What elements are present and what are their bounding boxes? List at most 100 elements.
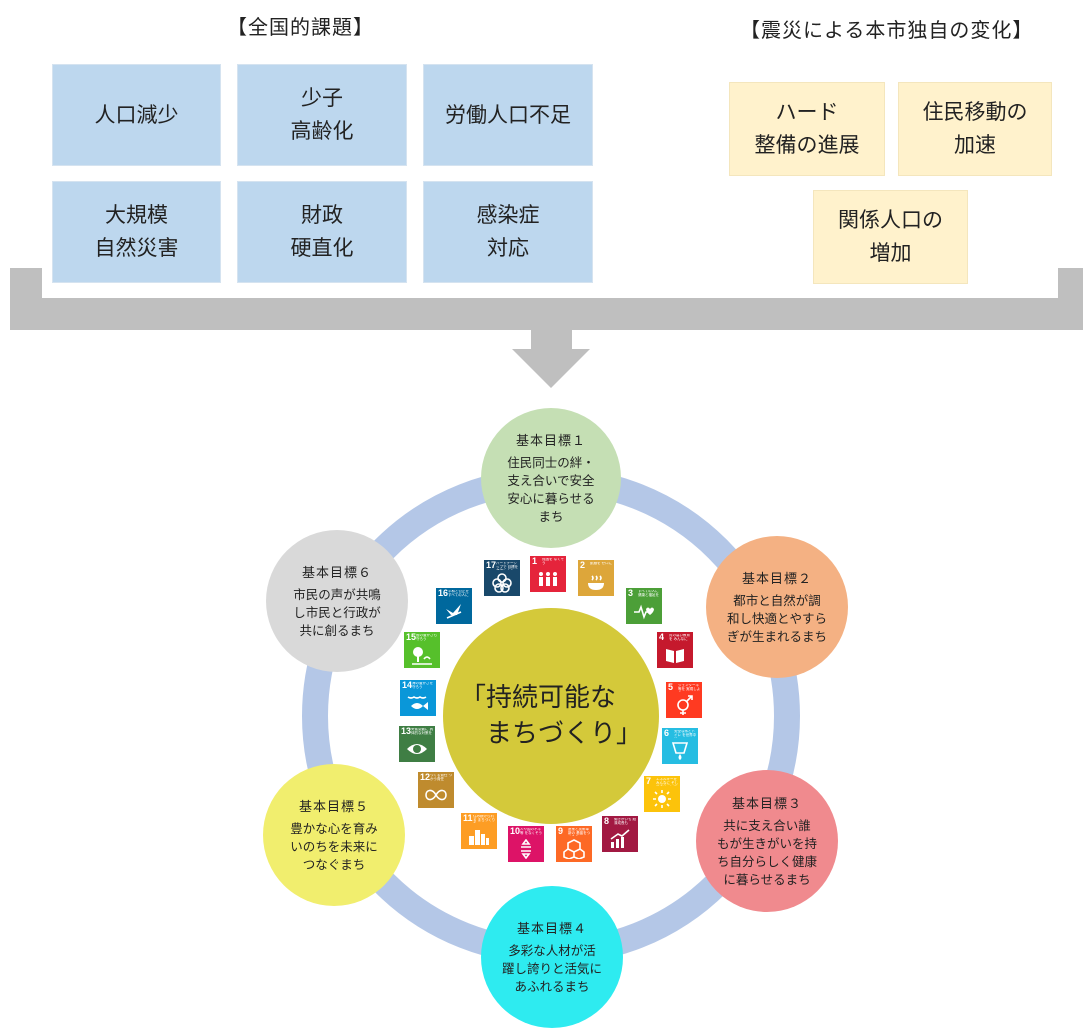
flower-icon [492, 573, 512, 593]
sdg-number: 6 [664, 728, 670, 738]
sdg-label: 海の豊かさを 守ろう [412, 682, 433, 689]
sdg-label: 質の高い教育を みんなに [669, 634, 690, 641]
infinity-icon [425, 789, 447, 801]
sdg-label: エネルギーをみんなに そしてクリーンに [656, 778, 679, 786]
sdg-number: 4 [659, 632, 665, 642]
sdg-tile-6: 6 安全な水とトイレ を世界中に [662, 728, 698, 764]
basic-goal-3: 基本目標３ 共に支え合い誰 もが生きがいを持 ち自分らしく健康 に暮らせるまち [696, 770, 838, 912]
basic-goal-2-text: 都市と自然が調 和し快適とやすら ぎが生まれるまち [726, 592, 827, 645]
basic-goal-2: 基本目標２ 都市と自然が調 和し快適とやすら ぎが生まれるまち [706, 536, 848, 678]
issue-box-infection-response: 感染症 対応 [423, 181, 593, 283]
issue-box-labor-shortage: 労働人口不足 [423, 64, 593, 166]
center-text: 「持続可能な まちづくり」 [459, 682, 642, 749]
national-issues-heading: 【全国的課題】 [227, 15, 374, 39]
sdg-label: 陸の豊かさも 守ろう [416, 634, 437, 641]
sdg-label: 安全な水とトイレ を世界中に [674, 730, 697, 738]
sdg-label: パートナーシップで 目標を達成しよう [496, 562, 519, 570]
sdg-number: 9 [558, 826, 564, 836]
sdg-label: 平和と公正を すべての人に [448, 590, 469, 597]
sdg-label: 働きがいも 経済成長も [614, 818, 637, 825]
sdg-number: 1 [532, 556, 538, 566]
sdg-number: 16 [438, 588, 449, 598]
cubes-icon [563, 839, 585, 859]
sdg-number: 13 [401, 726, 412, 736]
basic-goal-3-label: 基本目標３ [731, 796, 802, 812]
basic-goal-5-label: 基本目標５ [298, 799, 369, 815]
merge-arrow [10, 268, 1083, 388]
issue-box-fiscal-rigidity: 財政 硬直化 [237, 181, 407, 283]
sdg-label: 気候変動に 具体的な対策を [411, 728, 434, 735]
local-changes-heading: 【震災による本市独自の変化】 [740, 18, 1034, 42]
change-box-hard-infrastructure: ハード 整備の進展 [729, 82, 885, 176]
sdg-tile-2: 2 飢餓を ゼロに [578, 560, 614, 596]
basic-goal-6-text: 市民の声が共鳴 し市民と行政が 共に創るまち [293, 586, 381, 639]
sdg-tile-3: 3 すべての人に 健康と福祉を [626, 588, 662, 624]
basic-goal-4-text: 多彩な人材が活 躍し誇りと活気に あふれるまち [501, 942, 602, 995]
sdg-number: 7 [646, 776, 652, 786]
tree-icon [412, 647, 432, 665]
basic-goal-6: 基本目標６ 市民の声が共鳴 し市民と行政が 共に創るまち [266, 530, 408, 672]
equality-icon [521, 839, 531, 859]
sdg-label: 産業と技術革新の 基盤をつくろう [568, 828, 591, 836]
basic-goal-4: 基本目標４ 多彩な人材が活 躍し誇りと活気に あふれるまち [481, 886, 623, 1028]
issue-box-population-decline: 人口減少 [52, 64, 221, 166]
issue-box-aging: 少子 高齢化 [237, 64, 407, 166]
sdg-number: 11 [463, 813, 473, 823]
sdg-number: 8 [604, 816, 610, 826]
heartbeat-icon [634, 604, 654, 620]
sdg-label: ジェンダー平等を 実現しよう [678, 684, 701, 692]
sdg-number: 12 [420, 772, 431, 782]
basic-goal-4-label: 基本目標４ [516, 921, 587, 937]
sdg-label: 住み続けられる まちづくりを [473, 815, 496, 823]
basic-goal-5: 基本目標５ 豊かな心を育み いのちを未来に つなぐまち [263, 764, 405, 906]
sun-icon [653, 790, 671, 808]
sdg-number: 10 [510, 826, 521, 836]
fish-icon [407, 696, 428, 710]
sdg-number: 15 [406, 632, 417, 642]
basic-goal-3-text: 共に支え合い誰 もが生きがいを持 ち自分らしく健康 に暮らせるまち [716, 817, 817, 888]
basic-goal-2-label: 基本目標２ [741, 571, 812, 587]
water-icon [671, 742, 689, 760]
sdg-label: 飢餓を ゼロに [590, 562, 613, 565]
sdg-label: すべての人に 健康と福祉を [638, 590, 659, 597]
sdg-label: 貧困を なくそう [542, 558, 565, 565]
sdg-number: 3 [628, 588, 634, 598]
sdg-tile-9: 9 産業と技術革新の 基盤をつくろう [556, 826, 592, 862]
city-icon [469, 830, 489, 845]
basic-goal-1-label: 基本目標１ [515, 433, 586, 449]
sdg-tile-5: 5 ジェンダー平等を 実現しよう [666, 682, 702, 718]
sdg-tile-4: 4 質の高い教育を みんなに [657, 632, 693, 668]
change-box-related-population: 関係人口の 増加 [813, 190, 968, 284]
eye-icon [407, 744, 427, 754]
sdg-tile-7: 7 エネルギーをみんなに そしてクリーンに [644, 776, 680, 812]
growth-icon [610, 829, 630, 848]
change-box-resident-migration: 住民移動の 加速 [898, 82, 1052, 176]
sdg-tile-8: 8 働きがいも 経済成長も [602, 816, 638, 852]
sdg-label: 人や国の不平等 をなくそう [520, 828, 543, 835]
book-icon [666, 649, 684, 663]
gender-icon [677, 695, 693, 715]
sdg-number: 2 [580, 560, 586, 570]
basic-goal-1-text: 住民同士の絆・ 支え合いで安全 安心に暮らせる まち [507, 454, 595, 525]
sdg-tile-1: 1 貧困を なくそう [530, 556, 566, 592]
basic-goal-5-text: 豊かな心を育み いのちを未来に つなぐまち [290, 820, 378, 873]
bowl-icon [588, 575, 604, 590]
people-icon [539, 572, 557, 586]
sdg-number: 17 [486, 560, 497, 570]
issue-box-natural-disaster: 大規模 自然災害 [52, 181, 221, 283]
sdg-number: 5 [668, 682, 674, 692]
sdg-number: 14 [402, 680, 413, 690]
basic-goal-6-label: 基本目標６ [301, 565, 372, 581]
dove-icon [446, 604, 462, 619]
basic-goal-1: 基本目標１ 住民同士の絆・ 支え合いで安全 安心に暮らせる まち [481, 408, 621, 548]
sdg-label: つくる責任 つかう責任 [430, 774, 453, 781]
sustainable-town-center: 「持続可能な まちづくり」 [443, 608, 659, 824]
